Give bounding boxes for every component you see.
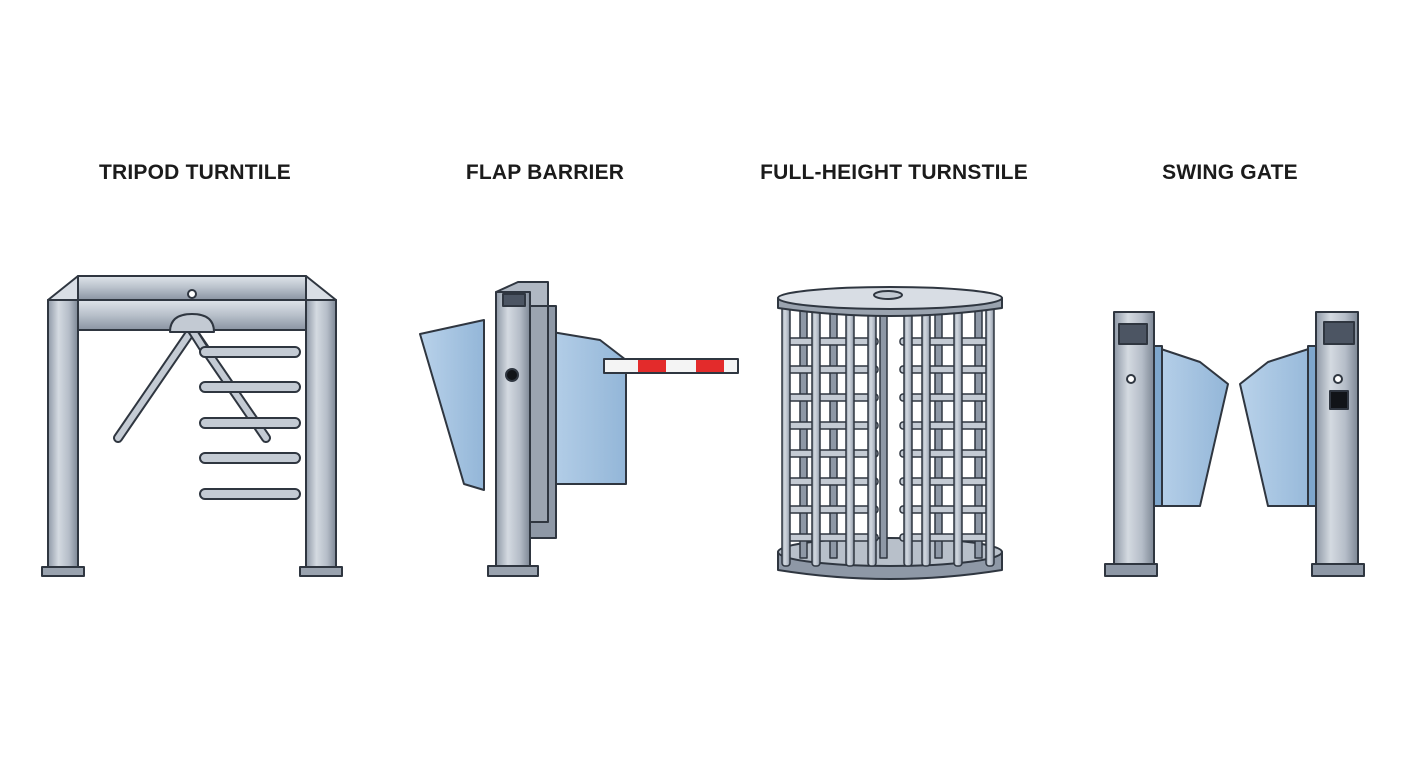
tripod-rail-1 [199, 346, 301, 358]
flap-main-post [495, 291, 531, 571]
flap-reader-screen [502, 293, 526, 307]
swing-gate-icon [1104, 311, 1365, 577]
tripod-rail-2 [199, 381, 301, 393]
tripod-rail-3 [199, 417, 301, 429]
full-height-turnstile-icon [777, 286, 1003, 580]
swing-gate-label: SWING GATE [1162, 161, 1298, 184]
swing-left-post [1113, 311, 1155, 567]
tripod-right-foot [299, 566, 343, 577]
full-height-front-bars [781, 303, 995, 567]
flap-post-side [529, 305, 549, 523]
tripod-left-post [47, 299, 79, 571]
swing-left-sensor [1126, 374, 1136, 384]
tripod-beam-screw [187, 289, 197, 299]
swing-right-base [1311, 563, 1365, 577]
swing-left-base [1104, 563, 1158, 577]
swing-left-glass [1151, 345, 1229, 507]
swing-right-glass [1239, 345, 1319, 507]
tripod-hub [169, 313, 215, 333]
flap-sensor-dot [505, 368, 519, 382]
tripod-right-post [305, 299, 337, 571]
tripod-rail-4 [199, 452, 301, 464]
tripod-arm-left [115, 327, 195, 441]
full-height-cross-bars [785, 337, 993, 542]
tripod-left-foot [41, 566, 85, 577]
flap-base [487, 565, 539, 577]
flap-boom-stripe-1 [638, 360, 666, 372]
tripod-turnstile-label: TRIPOD TURNTILE [99, 161, 291, 184]
tripod-turnstile-icon [41, 275, 343, 577]
full-height-top-hub [873, 290, 903, 300]
swing-right-post [1315, 311, 1359, 567]
swing-right-card-reader [1329, 390, 1349, 410]
tripod-rail-5 [199, 488, 301, 500]
flap-barrier-label: FLAP BARRIER [465, 161, 625, 184]
flap-barrier-icon [419, 281, 739, 577]
swing-right-sensor [1333, 374, 1343, 384]
full-height-turnstile-label: FULL-HEIGHT TURNSTILE [760, 161, 1028, 184]
flap-glass-front [419, 319, 485, 491]
flap-boom-stripe-2 [696, 360, 724, 372]
swing-left-screen [1118, 323, 1148, 345]
swing-right-screen [1323, 321, 1355, 345]
